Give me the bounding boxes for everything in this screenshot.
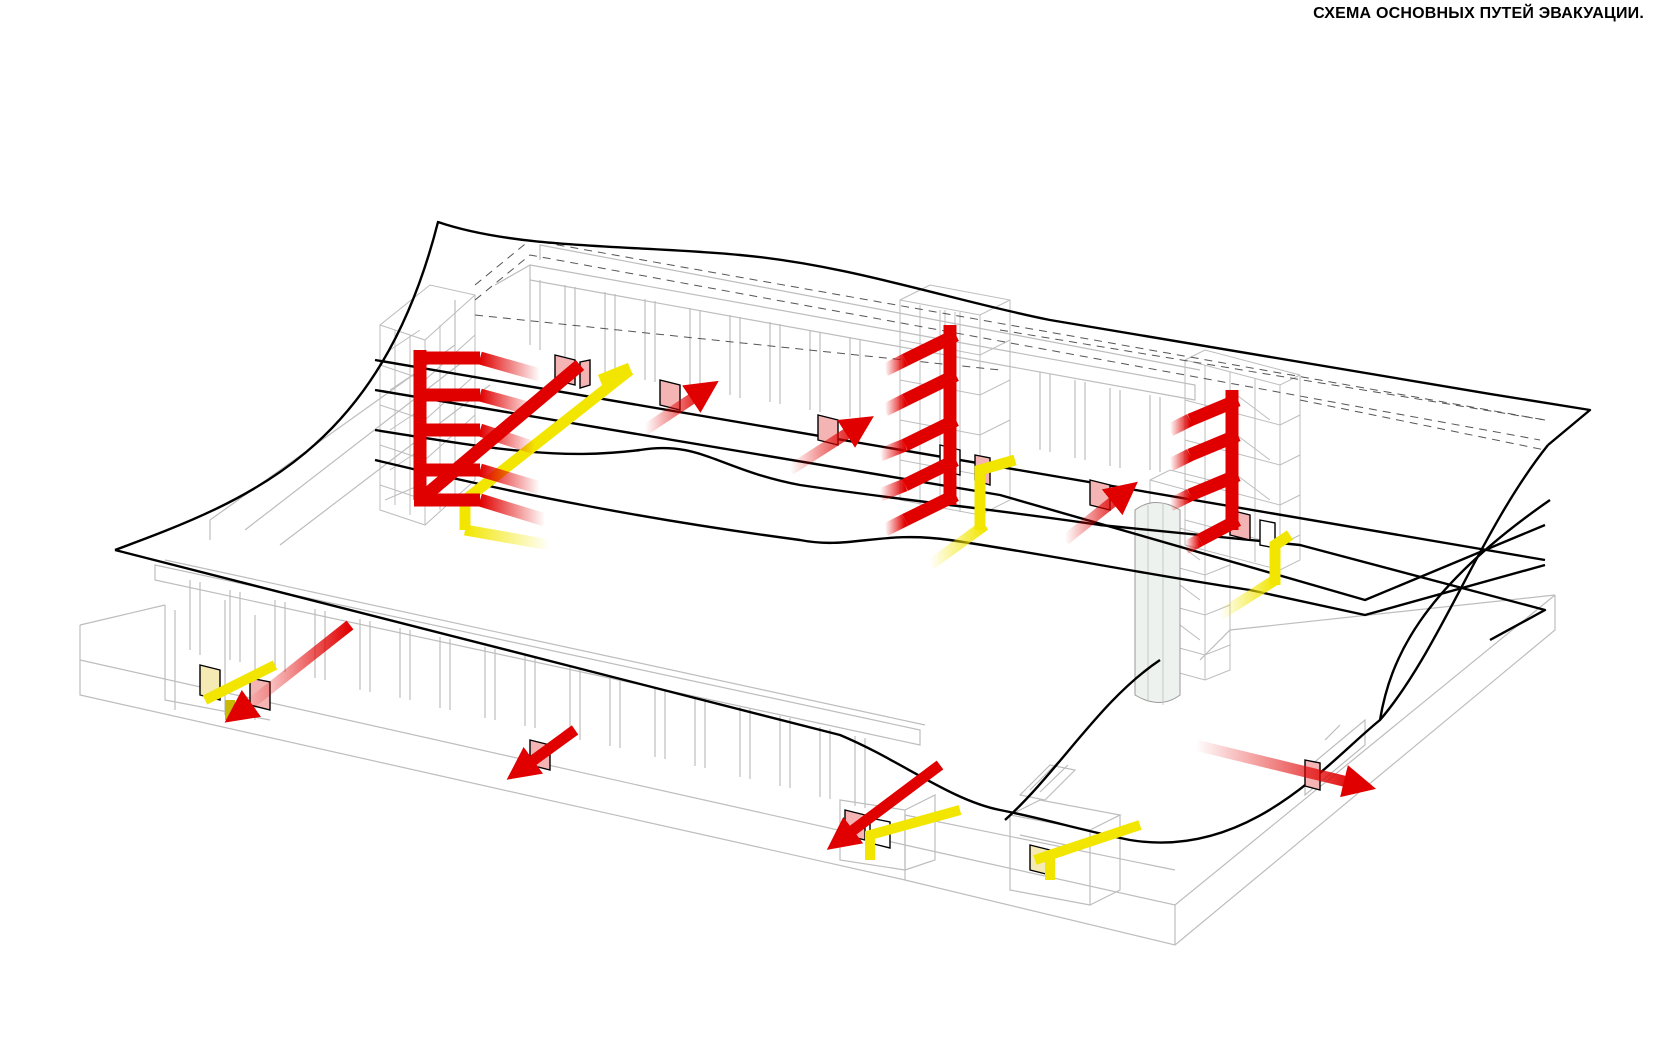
diagram-title: СХЕМА ОСНОВНЫХ ПУТЕЙ ЭВАКУАЦИИ. [1313, 5, 1644, 22]
secondary-evacuation-routes [202, 362, 1294, 880]
floor-outlines [114, 220, 1592, 844]
primary-evacuation-routes [224, 325, 1377, 850]
building-structure [79, 244, 1556, 946]
